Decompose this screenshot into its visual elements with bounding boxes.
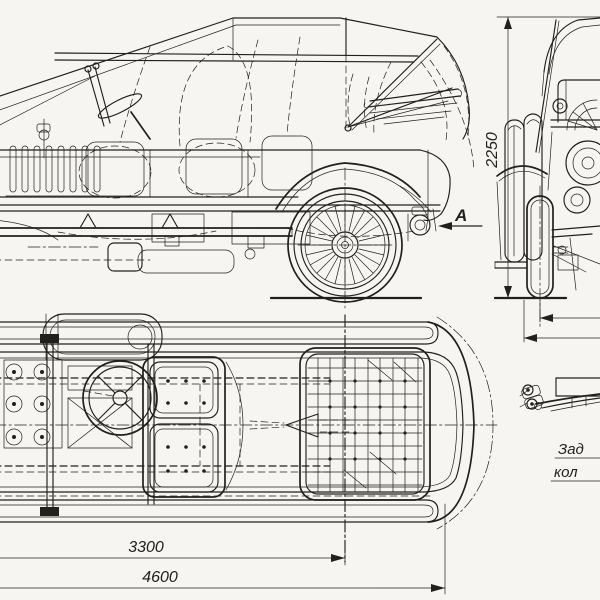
plan-body-outline	[0, 316, 494, 530]
view-a-callout: A	[438, 206, 483, 230]
front-axle	[551, 225, 600, 291]
length-dim-label: 4600	[142, 569, 178, 586]
side-chassis	[0, 204, 441, 274]
detail-caption: Зад кол	[550, 441, 600, 482]
side-rear-wheel	[269, 162, 429, 309]
length-dimension: 4600	[0, 569, 446, 592]
plan-steering-wheel	[82, 360, 158, 436]
side-view: A	[0, 17, 483, 309]
track-dim-arrow-2	[524, 334, 537, 342]
track-dim-arrow-1	[540, 314, 553, 322]
wheelbase-dim-arrow	[331, 554, 345, 562]
height-dim-label: 2250	[484, 132, 501, 169]
side-steering	[36, 62, 151, 159]
front-fender	[494, 165, 548, 269]
view-a-label: A	[454, 206, 467, 225]
front-wheel	[493, 185, 568, 329]
detail-view: Зад кол	[519, 377, 600, 482]
plan-front-seats	[142, 356, 244, 498]
view-a-arrowhead	[438, 222, 452, 230]
running-board-bottom	[0, 495, 439, 523]
detail-caption-line1: Зад	[558, 441, 584, 458]
front-body	[535, 17, 600, 191]
leaf-spring	[535, 393, 600, 412]
height-dimension: 2250	[484, 16, 600, 299]
front-lamps	[552, 98, 600, 214]
dim-arrow-up	[504, 17, 512, 29]
rear-fender	[275, 162, 421, 210]
wheelbase-dimension: 3300	[0, 539, 346, 562]
plan-view	[0, 313, 498, 563]
length-dim-arrow	[431, 584, 445, 592]
side-body	[0, 135, 451, 221]
front-view: 2250	[484, 16, 600, 343]
running-board-top	[0, 321, 439, 345]
plan-spare-tire	[42, 313, 163, 361]
spring-shackle	[519, 384, 544, 410]
plan-rear-seat	[299, 347, 431, 501]
wheelbase-dim-label: 3300	[128, 539, 164, 556]
bottom-dimensions: 3300 4600	[0, 503, 446, 595]
detail-caption-line2: кол	[554, 464, 578, 481]
plan-driveline	[0, 314, 353, 563]
spare-tires-front	[504, 113, 543, 263]
track-dimensions	[523, 299, 600, 343]
dim-arrow-down	[504, 286, 512, 298]
side-roof	[0, 17, 475, 171]
side-engine	[0, 145, 101, 241]
plan-engine	[3, 334, 155, 516]
folded-top-bundle	[363, 88, 462, 125]
